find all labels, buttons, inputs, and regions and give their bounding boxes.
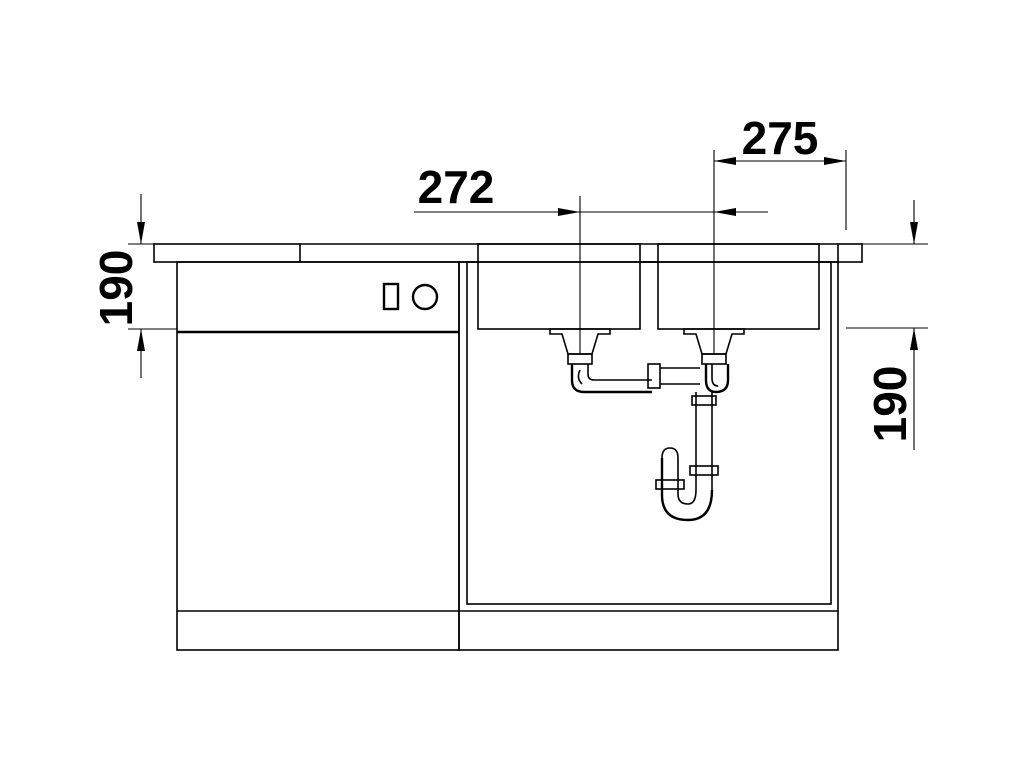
dim-272-arrow-left	[558, 208, 580, 216]
left-drain-offset-label: 272	[418, 161, 495, 213]
drain-plumbing	[549, 328, 745, 522]
p-trap-coupling	[655, 479, 685, 490]
p-trap-outer	[660, 458, 714, 522]
dimension-right-height: 190	[846, 200, 928, 450]
dishwasher-knob-icon	[411, 283, 439, 311]
dishwasher-button-icon	[382, 282, 400, 311]
dimension-left-height: 190	[90, 194, 177, 378]
dishwasher-outline	[176, 261, 460, 651]
left-sink-bowl	[477, 243, 641, 330]
right-drain-offset-label: 275	[742, 112, 819, 164]
right-drain-elbow	[704, 364, 730, 394]
dimension-left-drain-offset: 272	[414, 161, 768, 354]
sink-cabinet-outline	[458, 261, 839, 651]
right-dim-arrow-bottom	[910, 328, 918, 350]
dim-272-arrow-right	[714, 208, 736, 216]
left-height-label: 190	[90, 250, 142, 327]
sink-cabinet-inner	[466, 261, 832, 605]
left-dim-arrow-top	[137, 222, 145, 244]
sink-bowls	[477, 243, 820, 330]
countertop-left-hatch	[153, 243, 301, 263]
dimension-right-drain-offset: 275	[713, 112, 847, 354]
waste-pipe-lower-coupling	[689, 465, 719, 476]
p-trap-cap	[661, 447, 679, 459]
dishwasher-cabinet	[176, 261, 460, 651]
left-drain-elbow	[570, 364, 652, 394]
connector-coupling	[647, 363, 661, 389]
right-height-label: 190	[864, 366, 916, 443]
left-strainer-nut	[567, 353, 593, 365]
right-sink-bowl	[657, 243, 820, 330]
sink-cabinet	[458, 261, 839, 651]
right-dim-arrow-top	[910, 222, 918, 244]
dim-275-arrow-right	[824, 157, 846, 165]
waste-pipe-upper-coupling	[691, 395, 717, 406]
left-dim-arrow-bottom	[137, 329, 145, 351]
left-drain-elbow-inner	[577, 364, 652, 385]
right-strainer-nut	[701, 353, 727, 365]
countertop-right-hatch	[837, 243, 863, 263]
countertop	[153, 243, 863, 263]
right-drain-elbow-inner	[711, 364, 719, 387]
dim-275-arrow-left	[714, 157, 736, 165]
p-trap-inner	[677, 458, 697, 505]
